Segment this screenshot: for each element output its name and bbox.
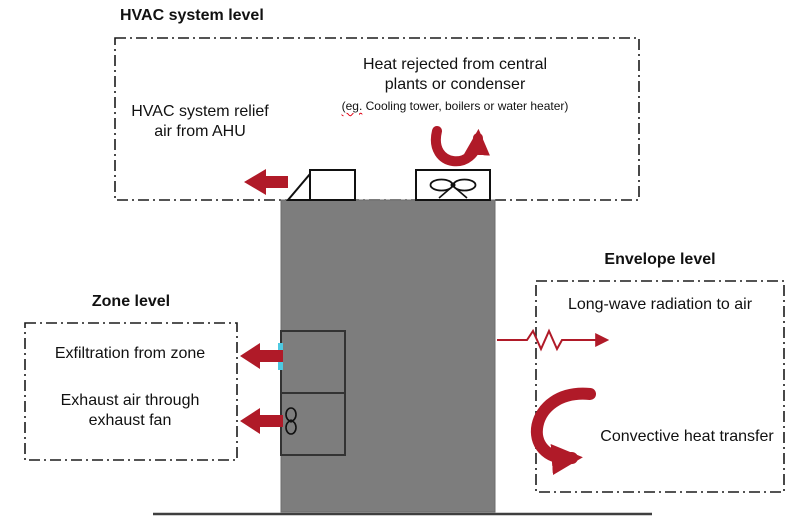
heat-rejected-line2: plants or condenser [384, 76, 526, 94]
ahu-icon [285, 169, 356, 201]
heat-rejected-note-rest: Cooling tower, boilers or water heater) [365, 98, 569, 113]
relief-air-line2: air from AHU [154, 123, 246, 141]
exhaust-air-arrow [240, 408, 283, 434]
convective-label: Convective heat transfer [600, 428, 774, 445]
longwave-radiation-arrow [497, 328, 610, 352]
exfiltration-arrow [240, 343, 283, 369]
building [280, 199, 496, 513]
zone-level-title: Zone level [91, 293, 171, 310]
longwave-radiation-label: Long-wave radiation to air [567, 296, 753, 313]
heat-rejected-label: Heat rejected from central plants or con… [325, 55, 585, 114]
envelope-level-title: Envelope level [604, 251, 716, 268]
relief-air-line1: HVAC system relief [131, 103, 269, 120]
envelope-boundary-box [535, 280, 785, 493]
heat-rejected-note: (eg. Cooling tower, boilers or water hea… [325, 99, 585, 114]
exhaust-fan-line1: Exhaust air through [60, 392, 200, 409]
heat-rejected-arrow [430, 126, 490, 167]
exfiltration-label: Exfiltration from zone [54, 345, 206, 362]
heat-rejected-line1: Heat rejected from central [362, 56, 548, 73]
zone-boundary-box [24, 322, 238, 461]
exhaust-fan-label: Exhaust air through exhaust fan [30, 391, 230, 432]
heat-rejected-note-eg: (eg. [341, 98, 363, 113]
exhaust-fan-line2: exhaust fan [88, 412, 172, 430]
rooftop-fan-icon [415, 169, 491, 201]
relief-air-label: HVAC system relief air from AHU [110, 102, 290, 143]
convective-arrow [530, 387, 596, 476]
hvac-level-title: HVAC system level [120, 7, 264, 24]
exhaust-fan-icon [285, 407, 297, 435]
relief-air-arrow [244, 169, 288, 195]
